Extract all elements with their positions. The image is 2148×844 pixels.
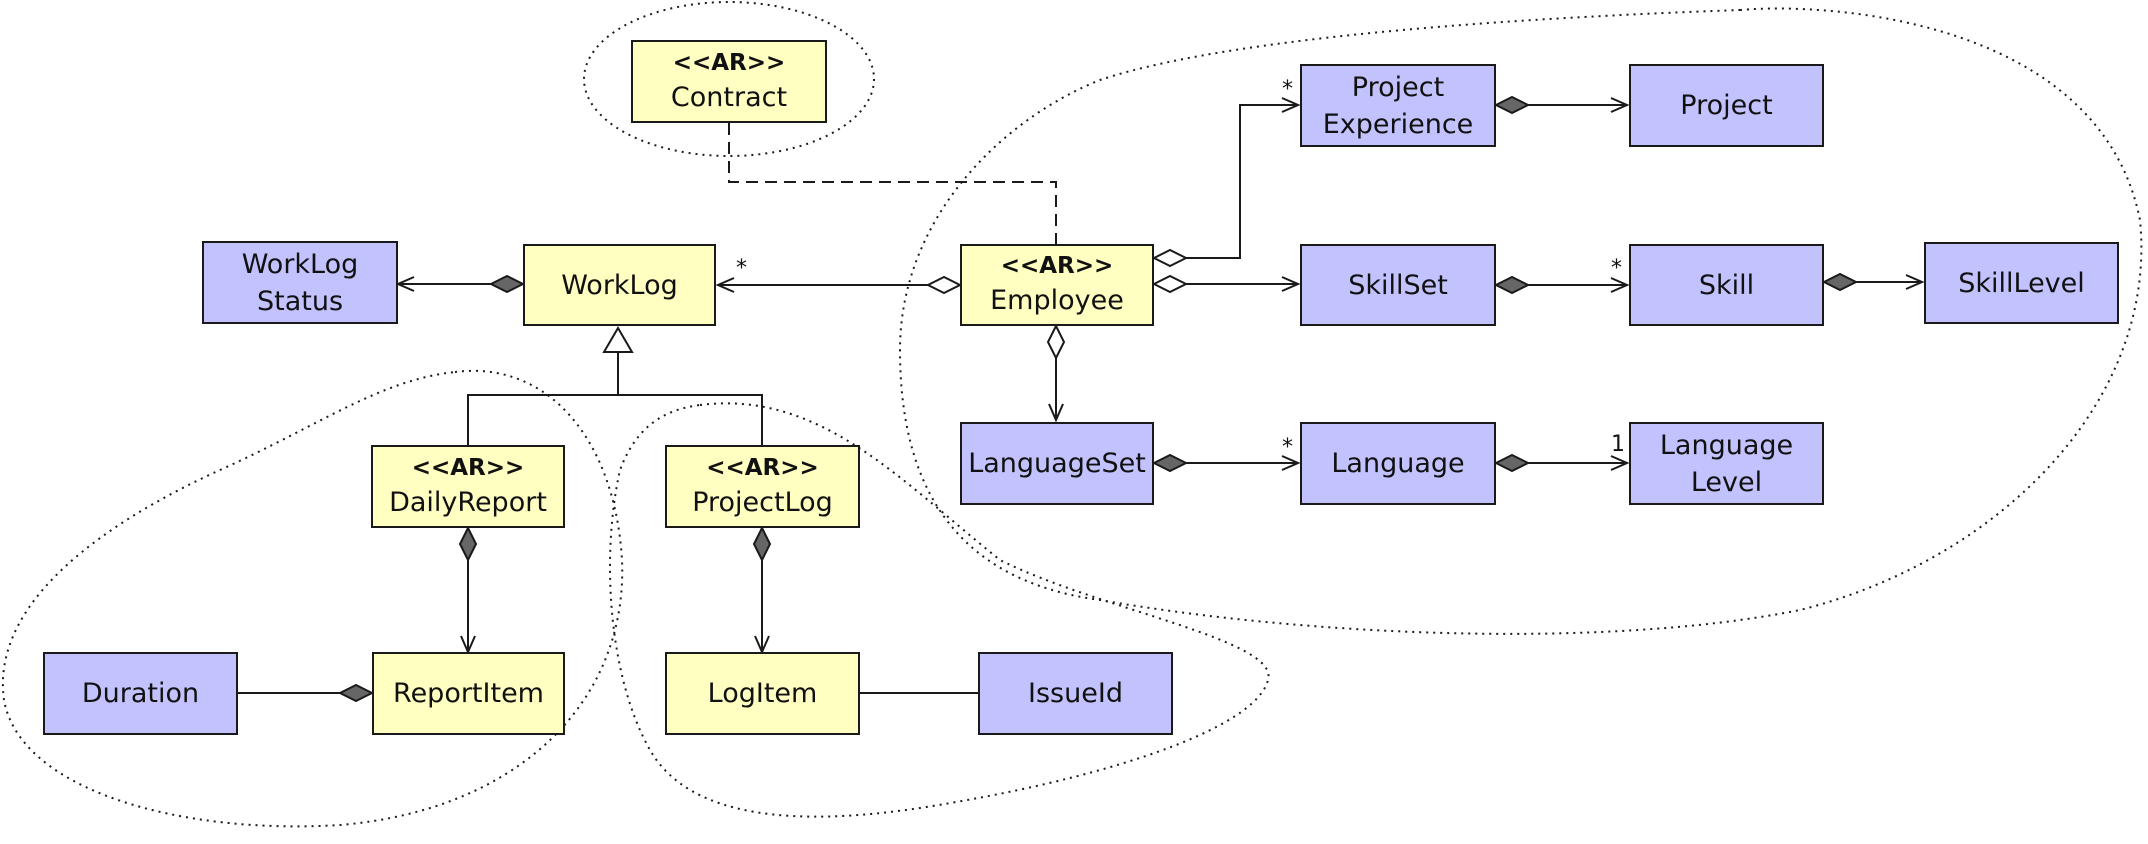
composition-diamond <box>1493 95 1531 115</box>
class-name: LogItem <box>707 678 818 709</box>
aggregate-boundary-daily-report <box>1 369 624 828</box>
class-project-experience[interactable]: Project Experience <box>1300 64 1496 147</box>
class-name: WorkLog Status <box>241 248 359 317</box>
composition-diamond <box>488 274 526 294</box>
aggregation-diamond <box>1151 248 1189 268</box>
class-name: Project Experience <box>1322 71 1474 140</box>
class-language[interactable]: Language <box>1300 422 1496 505</box>
stereotype-label: <<AR>> <box>1000 253 1114 279</box>
class-name: Skill <box>1698 269 1755 301</box>
aggregation-diamond <box>925 275 963 295</box>
employee-project-experience-link <box>1186 105 1298 259</box>
class-duration[interactable]: Duration <box>43 652 238 735</box>
class-name: Contract <box>670 81 788 113</box>
class-language-set[interactable]: LanguageSet <box>960 422 1154 505</box>
class-skill-level[interactable]: SkillLevel <box>1924 242 2119 324</box>
stereotype-label: <<AR>> <box>672 49 786 76</box>
class-language-level[interactable]: Language Level <box>1629 422 1824 505</box>
class-name: Language <box>1331 448 1465 479</box>
stereotype-label: <<AR>> <box>706 454 819 481</box>
composition-diamond <box>752 525 772 563</box>
composition-diamond <box>458 525 478 563</box>
class-name: Duration <box>81 678 200 709</box>
class-employee[interactable]: <<AR>> Employee <box>960 244 1154 326</box>
stereotype-label: <<AR>> <box>411 454 525 481</box>
aggregate-boundary-project-log <box>609 402 1270 818</box>
aggregation-diamond <box>1046 323 1066 361</box>
class-worklog-status[interactable]: WorkLog Status <box>202 241 398 324</box>
class-name: SkillSet <box>1348 269 1448 301</box>
class-report-item[interactable]: ReportItem <box>372 652 565 735</box>
class-project[interactable]: Project <box>1629 64 1824 147</box>
contract-employee-dependency <box>728 123 1057 246</box>
class-issue-id[interactable]: IssueId <box>978 652 1173 735</box>
class-name: Employee <box>990 285 1124 316</box>
multiplicity-employee-project-experience: * <box>1282 77 1293 102</box>
multiplicity-skillset-skill: * <box>1611 256 1622 281</box>
composition-diamond <box>1493 453 1531 473</box>
multiplicity-employee-worklog: * <box>736 256 747 281</box>
class-daily-report[interactable]: <<AR>> DailyReport <box>371 445 565 528</box>
class-name: IssueId <box>1028 678 1123 709</box>
generalization-triangle <box>602 326 634 353</box>
class-contract[interactable]: <<AR>> Contract <box>631 40 827 123</box>
class-name: DailyReport <box>389 486 547 518</box>
class-project-log[interactable]: <<AR>> ProjectLog <box>665 445 860 528</box>
class-skill[interactable]: Skill <box>1629 244 1824 326</box>
composition-diamond <box>1151 453 1189 473</box>
class-log-item[interactable]: LogItem <box>665 652 860 735</box>
composition-diamond <box>1821 272 1859 292</box>
composition-diamond <box>337 683 375 703</box>
aggregate-boundary-contract <box>583 1 875 157</box>
aggregation-diamond <box>1151 274 1189 294</box>
class-name: Project <box>1680 90 1773 121</box>
multiplicity-language-language-level: 1 <box>1611 432 1625 457</box>
class-worklog[interactable]: WorkLog <box>523 244 716 326</box>
composition-diamond <box>1493 275 1531 295</box>
class-name: SkillLevel <box>1958 267 2085 299</box>
class-skillset[interactable]: SkillSet <box>1300 244 1496 326</box>
class-name: LanguageSet <box>968 448 1146 479</box>
multiplicity-languageset-language: * <box>1282 435 1293 460</box>
generalization-daily-report <box>467 394 763 445</box>
class-name: Language Level <box>1659 429 1794 498</box>
class-name: WorkLog <box>561 269 678 301</box>
class-name: ReportItem <box>393 678 544 709</box>
class-name: ProjectLog <box>692 486 833 518</box>
